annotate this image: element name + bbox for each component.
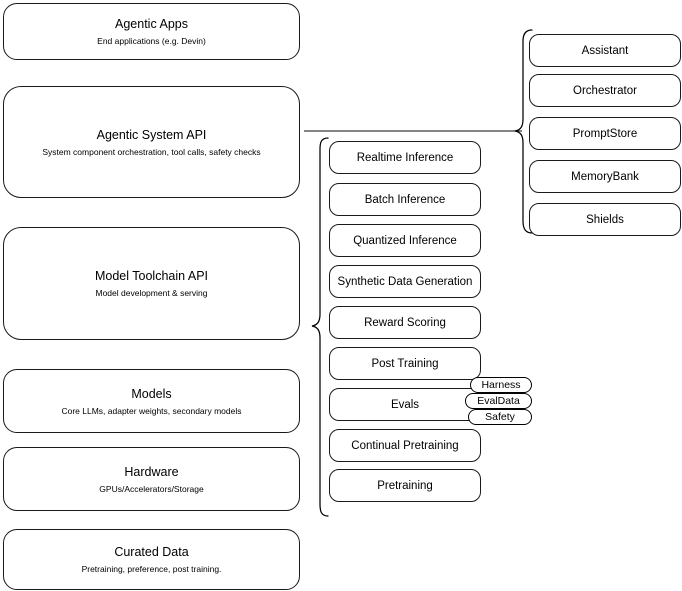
layer-title: Models	[131, 386, 172, 401]
layer-title: Agentic Apps	[115, 17, 188, 31]
brace-system-components	[508, 28, 534, 236]
toolchain-chip-continual-pretraining[interactable]: Continual Pretraining	[329, 429, 481, 462]
chip-label: Quantized Inference	[353, 234, 457, 247]
layer-description: Model development & serving	[95, 288, 208, 298]
layer-card-hardware[interactable]: Hardware GPUs/Accelerators/Storage	[3, 447, 300, 511]
system-chip-memorybank[interactable]: MemoryBank	[529, 160, 681, 193]
eval-badge-evaldata[interactable]: EvalData	[465, 393, 532, 409]
layer-card-agentic-system-api[interactable]: Agentic System API System component orch…	[3, 86, 300, 198]
chip-label: Pretraining	[377, 479, 433, 492]
chip-label: Orchestrator	[573, 84, 637, 97]
chip-label: MemoryBank	[571, 170, 639, 183]
layer-title: Curated Data	[114, 545, 189, 559]
chip-label: Post Training	[371, 357, 439, 370]
toolchain-chip-realtime-inference[interactable]: Realtime Inference	[329, 141, 481, 174]
layer-card-curated-data[interactable]: Curated Data Pretraining, preference, po…	[3, 529, 300, 590]
layer-description: Pretraining, preference, post training.	[81, 564, 222, 574]
layer-title: Model Toolchain API	[94, 269, 209, 283]
brace-toolchain-components	[304, 136, 330, 518]
toolchain-chip-post-training[interactable]: Post Training	[329, 347, 481, 380]
toolchain-chip-evals[interactable]: Evals	[329, 388, 481, 421]
layer-description: Core LLMs, adapter weights, secondary mo…	[61, 405, 242, 416]
connector-system-api-to-components	[304, 125, 524, 137]
chip-label: Reward Scoring	[364, 316, 446, 329]
eval-badge-harness[interactable]: Harness	[470, 377, 532, 393]
system-chip-shields[interactable]: Shields	[529, 203, 681, 236]
chip-label: Realtime Inference	[356, 151, 454, 164]
layer-description: GPUs/Accelerators/Storage	[99, 483, 204, 494]
chip-label: PromptStore	[572, 127, 638, 140]
system-chip-assistant[interactable]: Assistant	[529, 34, 681, 67]
layer-card-model-toolchain-api[interactable]: Model Toolchain API Model development & …	[3, 227, 300, 340]
system-chip-promptstore[interactable]: PromptStore	[529, 117, 681, 150]
layer-title: Agentic System API	[96, 127, 207, 142]
toolchain-chip-synthetic-data-generation[interactable]: Synthetic Data Generation	[329, 265, 481, 298]
eval-badge-safety[interactable]: Safety	[468, 409, 532, 425]
layer-description: End applications (e.g. Devin)	[97, 36, 206, 46]
system-chip-orchestrator[interactable]: Orchestrator	[529, 74, 681, 107]
layer-card-agentic-apps[interactable]: Agentic Apps End applications (e.g. Devi…	[3, 3, 300, 60]
chip-label: Continual Pretraining	[351, 439, 459, 452]
chip-label: Shields	[586, 213, 624, 226]
toolchain-chip-reward-scoring[interactable]: Reward Scoring	[329, 306, 481, 339]
chip-label: Assistant	[581, 44, 629, 57]
chip-label: Batch Inference	[364, 193, 446, 206]
layer-title: Hardware	[124, 464, 179, 479]
toolchain-chip-batch-inference[interactable]: Batch Inference	[329, 183, 481, 216]
toolchain-chip-quantized-inference[interactable]: Quantized Inference	[329, 224, 481, 257]
chip-label: Evals	[390, 398, 420, 411]
layer-description: System component orchestration, tool cal…	[42, 146, 261, 157]
chip-label: Synthetic Data Generation	[337, 275, 473, 288]
layer-card-models[interactable]: Models Core LLMs, adapter weights, secon…	[3, 369, 300, 433]
toolchain-chip-pretraining[interactable]: Pretraining	[329, 469, 481, 502]
